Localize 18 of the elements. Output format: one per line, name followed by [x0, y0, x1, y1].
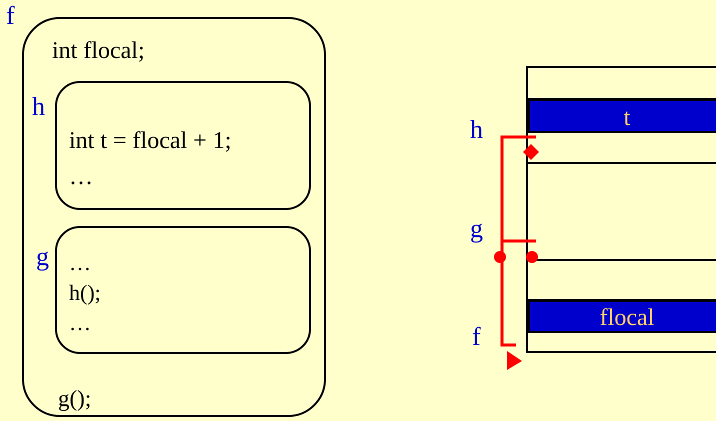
scope-name: f	[6, 3, 15, 29]
code-line: int flocal;	[52, 39, 145, 63]
scope-name: g	[36, 244, 49, 270]
scope-name: h	[32, 94, 45, 120]
code-line: h();	[69, 282, 101, 304]
code-line: …	[69, 252, 91, 274]
frame-label: f	[472, 324, 481, 350]
frame-label: h	[470, 117, 483, 143]
code-line: …	[69, 312, 91, 334]
stack-variable-bar	[528, 99, 716, 133]
variable-name: flocal	[600, 306, 654, 330]
stack-box	[526, 66, 716, 353]
code-line: int t = flocal + 1;	[69, 129, 232, 153]
variable-name: t	[624, 106, 630, 130]
stack-variable-bar	[528, 300, 716, 333]
code-line: g();	[58, 387, 92, 410]
code-line: …	[69, 165, 93, 189]
frame-label: g	[470, 216, 483, 242]
